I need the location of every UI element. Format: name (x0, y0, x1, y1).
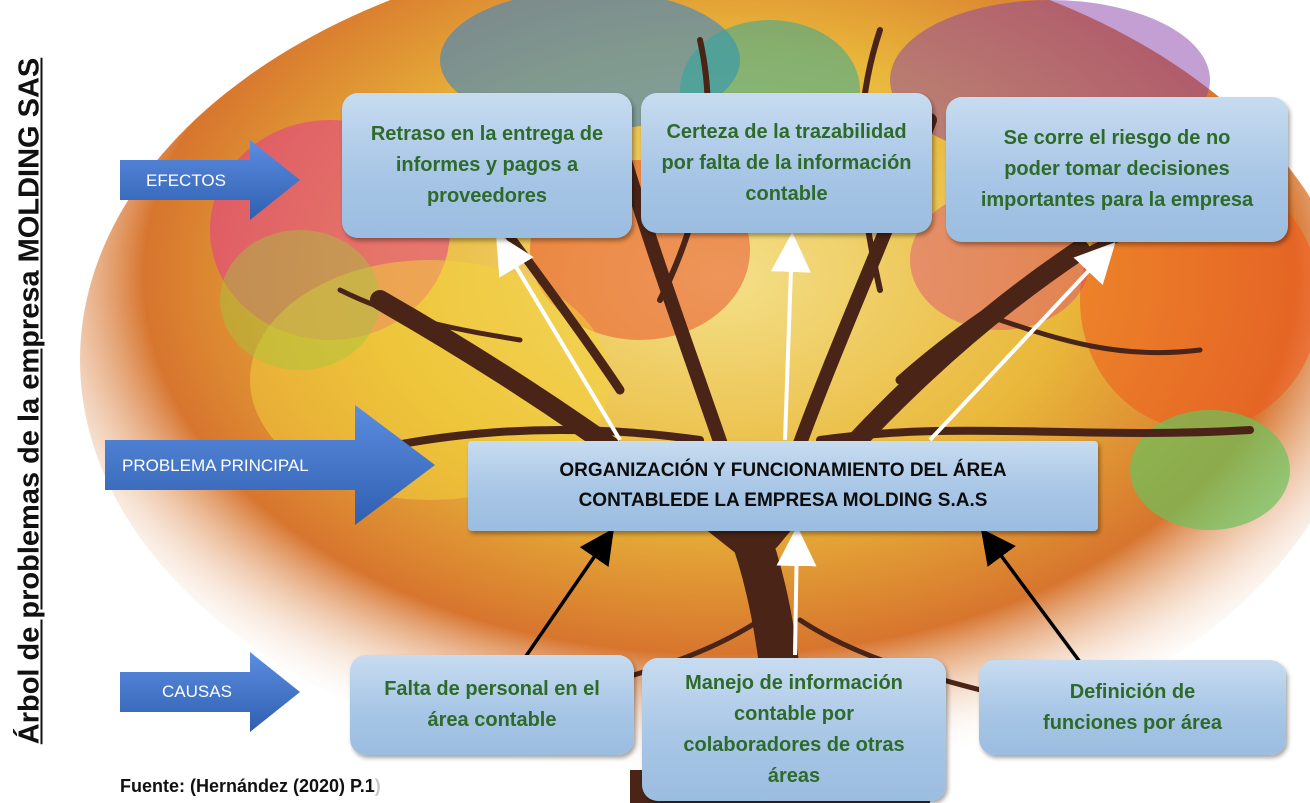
main-problem-box: ORGANIZACIÓN Y FUNCIONAMIENTO DEL ÁREA C… (468, 441, 1098, 531)
source-caption: Fuente: (Hernández (2020) P.1) (120, 776, 381, 797)
effect-box-3: Se corre el riesgo de no poder tomar dec… (946, 97, 1288, 242)
effect-arrows (495, 232, 1116, 656)
cause-arrows (513, 528, 1082, 673)
effect-text-3: Se corre el riesgo de no poder tomar dec… (980, 127, 1254, 211)
cause-box-3: Definición de funciones por área (979, 660, 1286, 755)
cause-box-1: Falta de personal en el área contable (350, 655, 634, 755)
canopy-green (1130, 410, 1290, 530)
canopy-lime (220, 230, 380, 370)
main-problem-text: ORGANIZACIÓN Y FUNCIONAMIENTO DEL ÁREA C… (559, 460, 1007, 511)
causas-arrow (120, 652, 300, 732)
problema-arrow (105, 405, 435, 525)
cause-text-1: Falta de personal en el área contable (384, 678, 600, 731)
causas-label: CAUSAS (162, 681, 232, 703)
problema-principal-label: PROBLEMA PRINCIPAL (122, 454, 309, 478)
efectos-label-text: EFECTOS (146, 171, 226, 190)
efectos-label: EFECTOS (146, 170, 226, 192)
effect-text-1: Retraso en la entrega de informes y pago… (370, 123, 604, 207)
source-paren: ) (374, 776, 381, 796)
effect-box-2: Certeza de la trazabilidad por falta de … (641, 93, 932, 233)
causas-label-text: CAUSAS (162, 682, 232, 701)
cause-text-2: Manejo de información contable por colab… (683, 671, 905, 787)
effect-text-2: Certeza de la trazabilidad por falta de … (661, 120, 912, 205)
cause-text-3: Definición de funciones por área (1043, 680, 1222, 734)
source-text: Fuente: (Hernández (2020) P.1 (120, 776, 375, 796)
effect-box-1: Retraso en la entrega de informes y pago… (342, 93, 632, 238)
cause-box-2: Manejo de información contable por colab… (642, 658, 946, 801)
problema-label-text: PROBLEMA PRINCIPAL (122, 456, 309, 475)
efectos-arrow (120, 140, 300, 220)
